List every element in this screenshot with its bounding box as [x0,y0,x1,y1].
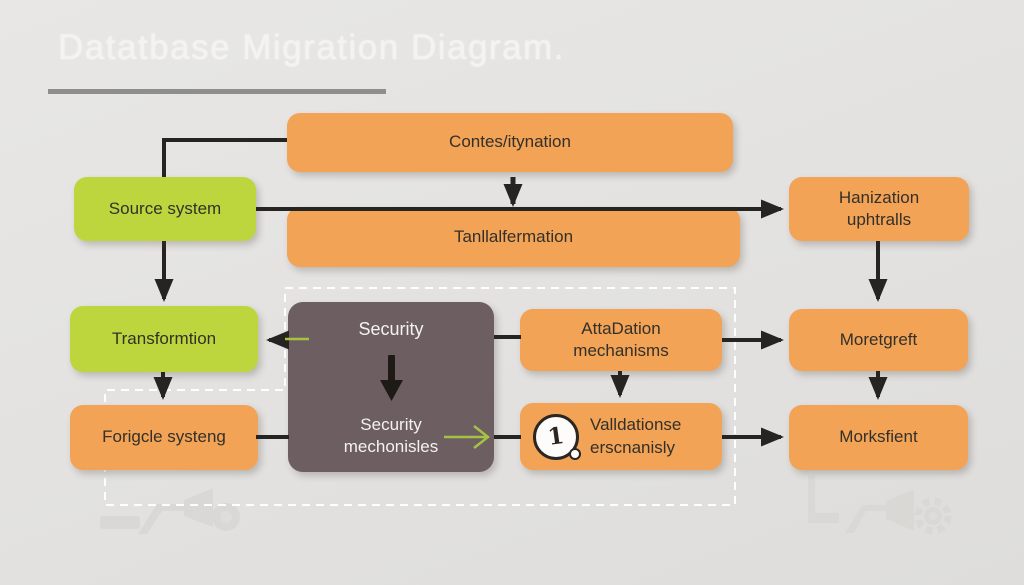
security-title: Security [358,319,424,339]
node-contes-itynation: Contes/itynation [287,113,733,172]
node-transformtion: Transformtion [70,306,258,372]
node-forigcle-systeng: Forigcle systeng [70,405,258,470]
node-label: Hanization uphtralls [838,187,920,229]
page-title: Datatbase Migration Diagram. [58,28,565,67]
node-label: Source system [108,198,222,218]
node-label: Moretgreft [839,329,918,349]
node-label: Valldationse erscnanisly [590,415,682,457]
node-label: Transformtion [111,328,217,348]
title-underline [48,89,386,94]
node-attadation-mechanisms: AttaDation mechanisms [520,309,722,371]
node-valldationse: 1 Valldationse erscnanisly [520,403,722,470]
node-label: AttaDation mechanisms [573,318,669,360]
node-label: Tanllalfermation [453,226,574,246]
node-tanllalfermation: Tanllalfermation [287,207,740,267]
security-subtitle: Security mechonisles [343,414,439,456]
number-1-badge-icon: 1 [533,413,581,460]
badge-curl [569,447,581,460]
security-camera-watermark-right [808,476,952,535]
node-security-group: Security Security mechonisles [288,302,494,472]
badge-glyph: 1 [546,421,566,451]
security-camera-watermark-left [100,488,240,534]
node-label: Contes/itynation [449,132,571,152]
node-label: Morksfient [839,427,918,447]
node-hanization-uphtralls: Hanization uphtralls [789,177,969,241]
node-source-system: Source system [74,177,256,241]
node-label: Forigcle systeng [102,427,226,447]
node-moretgreft: Moretgreft [789,309,968,371]
down-arrow-icon [380,354,403,401]
node-morksfient: Morksfient [789,405,968,470]
